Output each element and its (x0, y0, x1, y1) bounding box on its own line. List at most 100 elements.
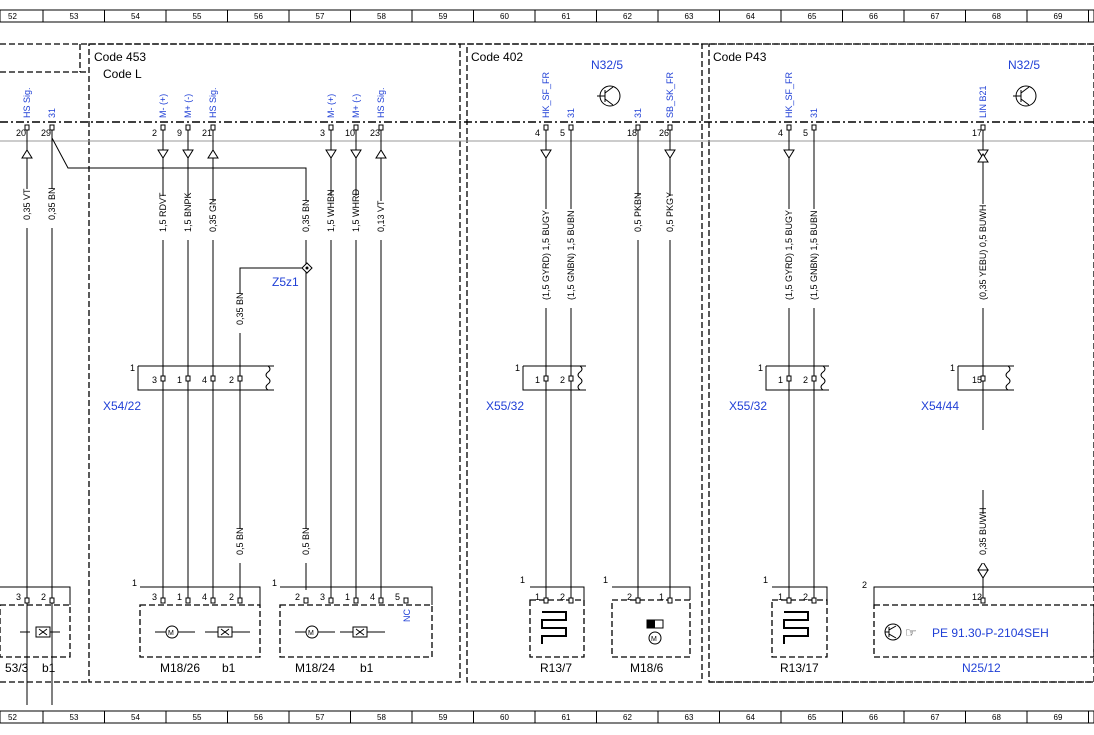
connector-pin-number: 1 (535, 375, 540, 385)
pin-number: 2 (152, 128, 157, 138)
pin-number: 17 (972, 128, 982, 138)
component-pin-number: 1 (659, 592, 664, 602)
pointing-hand-icon: ☞ (905, 625, 917, 640)
connector-x55-32-a: 1 (515, 363, 586, 391)
wire-label: 0,35 VT (22, 188, 32, 220)
component-pin-contact (328, 597, 334, 604)
pin-number: 5 (803, 128, 808, 138)
pin-signal-label: 31 (566, 108, 576, 118)
ruler-column-label: 53 (70, 12, 79, 21)
ruler-column-label: 67 (931, 12, 940, 21)
component-label-m18-24: M18/24 (295, 661, 335, 675)
pin-signal-label: LIN B21 (978, 85, 988, 118)
ruler-column-label: 57 (316, 12, 325, 21)
pin-contact (543, 124, 549, 131)
component-pin-number: 3 (152, 592, 157, 602)
component-pin-contact (568, 597, 574, 604)
pin-contact (24, 124, 30, 131)
component-pin-label: 1 (603, 575, 608, 585)
motor-icon: M (168, 630, 174, 637)
component-n25-12: 2 ☞ (862, 580, 1094, 658)
wire-label-background (208, 201, 218, 240)
component-pin-label: 1 (520, 575, 525, 585)
section-frames (0, 43, 1094, 683)
component-pin-contact (353, 597, 359, 604)
connector-pin-label: 1 (950, 363, 955, 373)
component-pin-contact (667, 597, 673, 604)
pin-number: 29 (41, 128, 51, 138)
ruler-column-label: 69 (1054, 12, 1063, 21)
connector-pin-number: 3 (152, 375, 157, 385)
component-pin-number: 2 (295, 592, 300, 602)
connector-pin-contact (237, 375, 243, 382)
pin-contact (49, 124, 55, 131)
code-402-label: Code 402 (471, 50, 523, 64)
wire-label: 0,35 BN (235, 292, 245, 325)
component-pin-contact (980, 597, 986, 604)
ruler-column-label: 52 (8, 713, 17, 722)
x55-32-label-a: X55/32 (486, 399, 524, 413)
component-pin-number: 1 (345, 592, 350, 602)
wire-label-background (784, 209, 794, 308)
pin-number: 18 (627, 128, 637, 138)
x54-22-label: X54/22 (103, 399, 141, 413)
ruler-column-label: 62 (623, 12, 632, 21)
wire-label: (1,5 GNBN) 1,5 BUBN (566, 210, 576, 300)
component-label-53-3: 53/3 (5, 661, 29, 675)
motor-icon: M (308, 630, 314, 637)
pin-signal-label: SB_SK_FR (665, 71, 675, 118)
wire-label: 1,5 WHRD (351, 188, 361, 232)
wire-label: 1,5 RDVT (158, 192, 168, 232)
component-pin-contact (210, 597, 216, 604)
heater-element-icon (541, 611, 567, 644)
wire-label-background (183, 196, 193, 240)
pin-contact (210, 124, 216, 131)
pin-contact (160, 124, 166, 131)
component-label-m18-26: M18/26 (160, 661, 200, 675)
pin-number: 5 (560, 128, 565, 138)
pin-number: 3 (320, 128, 325, 138)
wire-label-background (978, 204, 988, 308)
component-pin-contact (543, 597, 549, 604)
pin-signal-label: HS Sig. (22, 87, 32, 118)
pin-signal-label: M- (+) (158, 94, 168, 118)
connector-pin-number: 4 (202, 375, 207, 385)
code-453-label: Code 453 (94, 50, 146, 64)
component-pin-number: 2 (803, 592, 808, 602)
component-pin-contact (403, 597, 409, 604)
transistor-icon (597, 85, 621, 107)
wire-label: 0,5 PKBN (633, 192, 643, 232)
pe-reference-link[interactable]: PE 91.30-P-2104SEH (932, 626, 1049, 640)
pin-signal-label: HS Sig. (376, 87, 386, 118)
component-pin-number: 2 (229, 592, 234, 602)
ruler-column-label: 56 (254, 12, 263, 21)
ruler-column-label: 63 (685, 12, 694, 21)
ruler-column-label: 66 (869, 12, 878, 21)
pin-number: 10 (345, 128, 355, 138)
wire-label-background (326, 196, 336, 240)
transistor-icon (1013, 85, 1037, 107)
pin-contact (328, 124, 334, 131)
wire-label-background (978, 514, 988, 563)
z5z1-label: Z5z1 (272, 275, 299, 289)
component-r13-7: 1 (520, 575, 585, 658)
connector-pin-contact (185, 375, 191, 382)
pin-number: 26 (659, 128, 669, 138)
code-p43-label: Code P43 (713, 50, 767, 64)
wire-label-background (665, 196, 675, 240)
n32-5-label-left: N32/5 (591, 58, 623, 72)
pin-signal-label: HK_SF_FR (541, 71, 551, 118)
ruler-column-label: 68 (992, 12, 1001, 21)
component-pin-contact (635, 597, 641, 604)
pin-signal-label: HS Sig. (208, 87, 218, 118)
pin-contact (980, 124, 986, 131)
component-pin-number: 5 (395, 592, 400, 602)
connector-pin-contact (568, 375, 574, 382)
wire-label: 0,13 VT (376, 200, 386, 232)
component-pin-number: 2 (627, 592, 632, 602)
pin-signal-label: M+ (-) (351, 94, 361, 118)
wire-label-background (809, 209, 819, 308)
wire-label: 0,35 BN (47, 187, 57, 220)
pin-number: 23 (370, 128, 380, 138)
ruler-column-label: 67 (931, 713, 940, 722)
